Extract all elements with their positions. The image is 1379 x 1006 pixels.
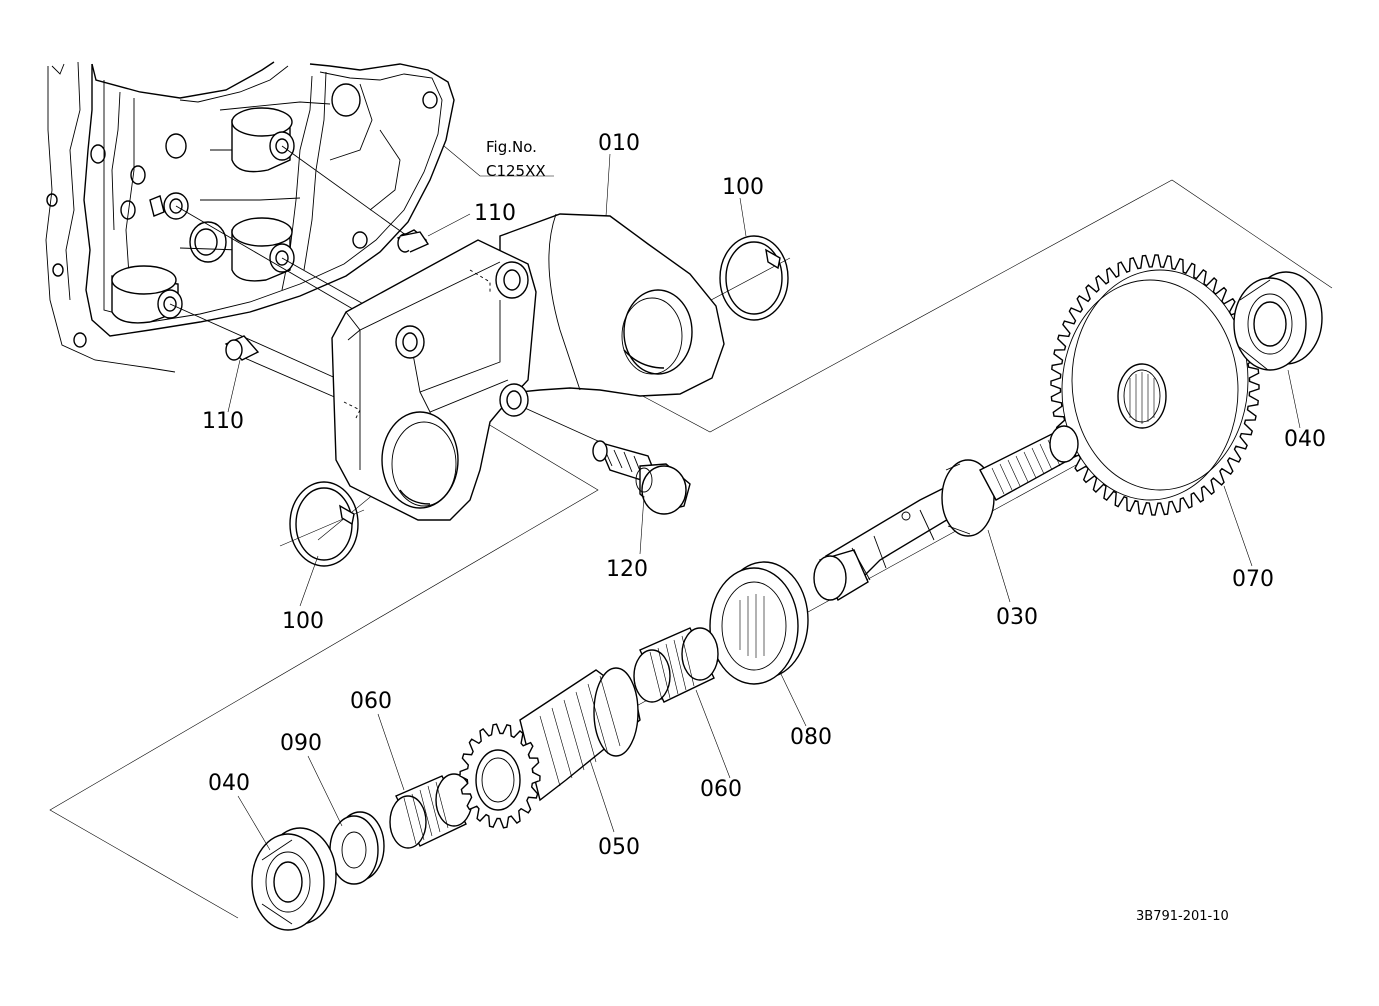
- callout-010: 010: [598, 131, 640, 156]
- callout-050: 050: [598, 835, 640, 860]
- callout-080: 080: [790, 725, 832, 750]
- callout-100-left: 100: [282, 609, 324, 634]
- washer-090: [329, 811, 385, 885]
- bolt-120: [592, 440, 691, 515]
- snap-ring-100-lower: [289, 481, 359, 567]
- callout-110-top: 110: [474, 201, 516, 226]
- needle-bearing-060-right: [633, 627, 719, 703]
- gear-070: [1050, 254, 1260, 516]
- transmission-case: [45, 61, 455, 373]
- snap-ring-100-upper: [719, 235, 789, 321]
- callout-110-left: 110: [202, 409, 244, 434]
- callout-040-left: 040: [208, 771, 250, 796]
- callout-060-right: 060: [700, 777, 742, 802]
- callout-100-top: 100: [722, 175, 764, 200]
- bracket-010: [331, 213, 725, 521]
- callout-120: 120: [606, 557, 648, 582]
- callout-040-right: 040: [1284, 427, 1326, 452]
- gear-050: [459, 667, 641, 829]
- pin-110-lower: [224, 335, 260, 361]
- pin-110-upper: [396, 229, 430, 253]
- ball-bearing-040-left: [251, 827, 337, 931]
- fig-no-label: Fig.No.: [486, 138, 537, 156]
- leader-lines: [227, 145, 1301, 851]
- callout-030: 030: [996, 605, 1038, 630]
- ball-bearing-040-right: [1233, 271, 1323, 371]
- catalog-number: 3B791-201-10: [1136, 909, 1229, 924]
- needle-bearing-060-left: [389, 773, 473, 849]
- callout-060-left: 060: [350, 689, 392, 714]
- shaft-030: [813, 425, 1079, 602]
- fig-no-box: Fig.No. C125XX: [486, 138, 546, 180]
- callout-090: 090: [280, 731, 322, 756]
- collar-080: [709, 561, 809, 685]
- fig-no-value: C125XX: [486, 162, 546, 180]
- callout-070: 070: [1232, 567, 1274, 592]
